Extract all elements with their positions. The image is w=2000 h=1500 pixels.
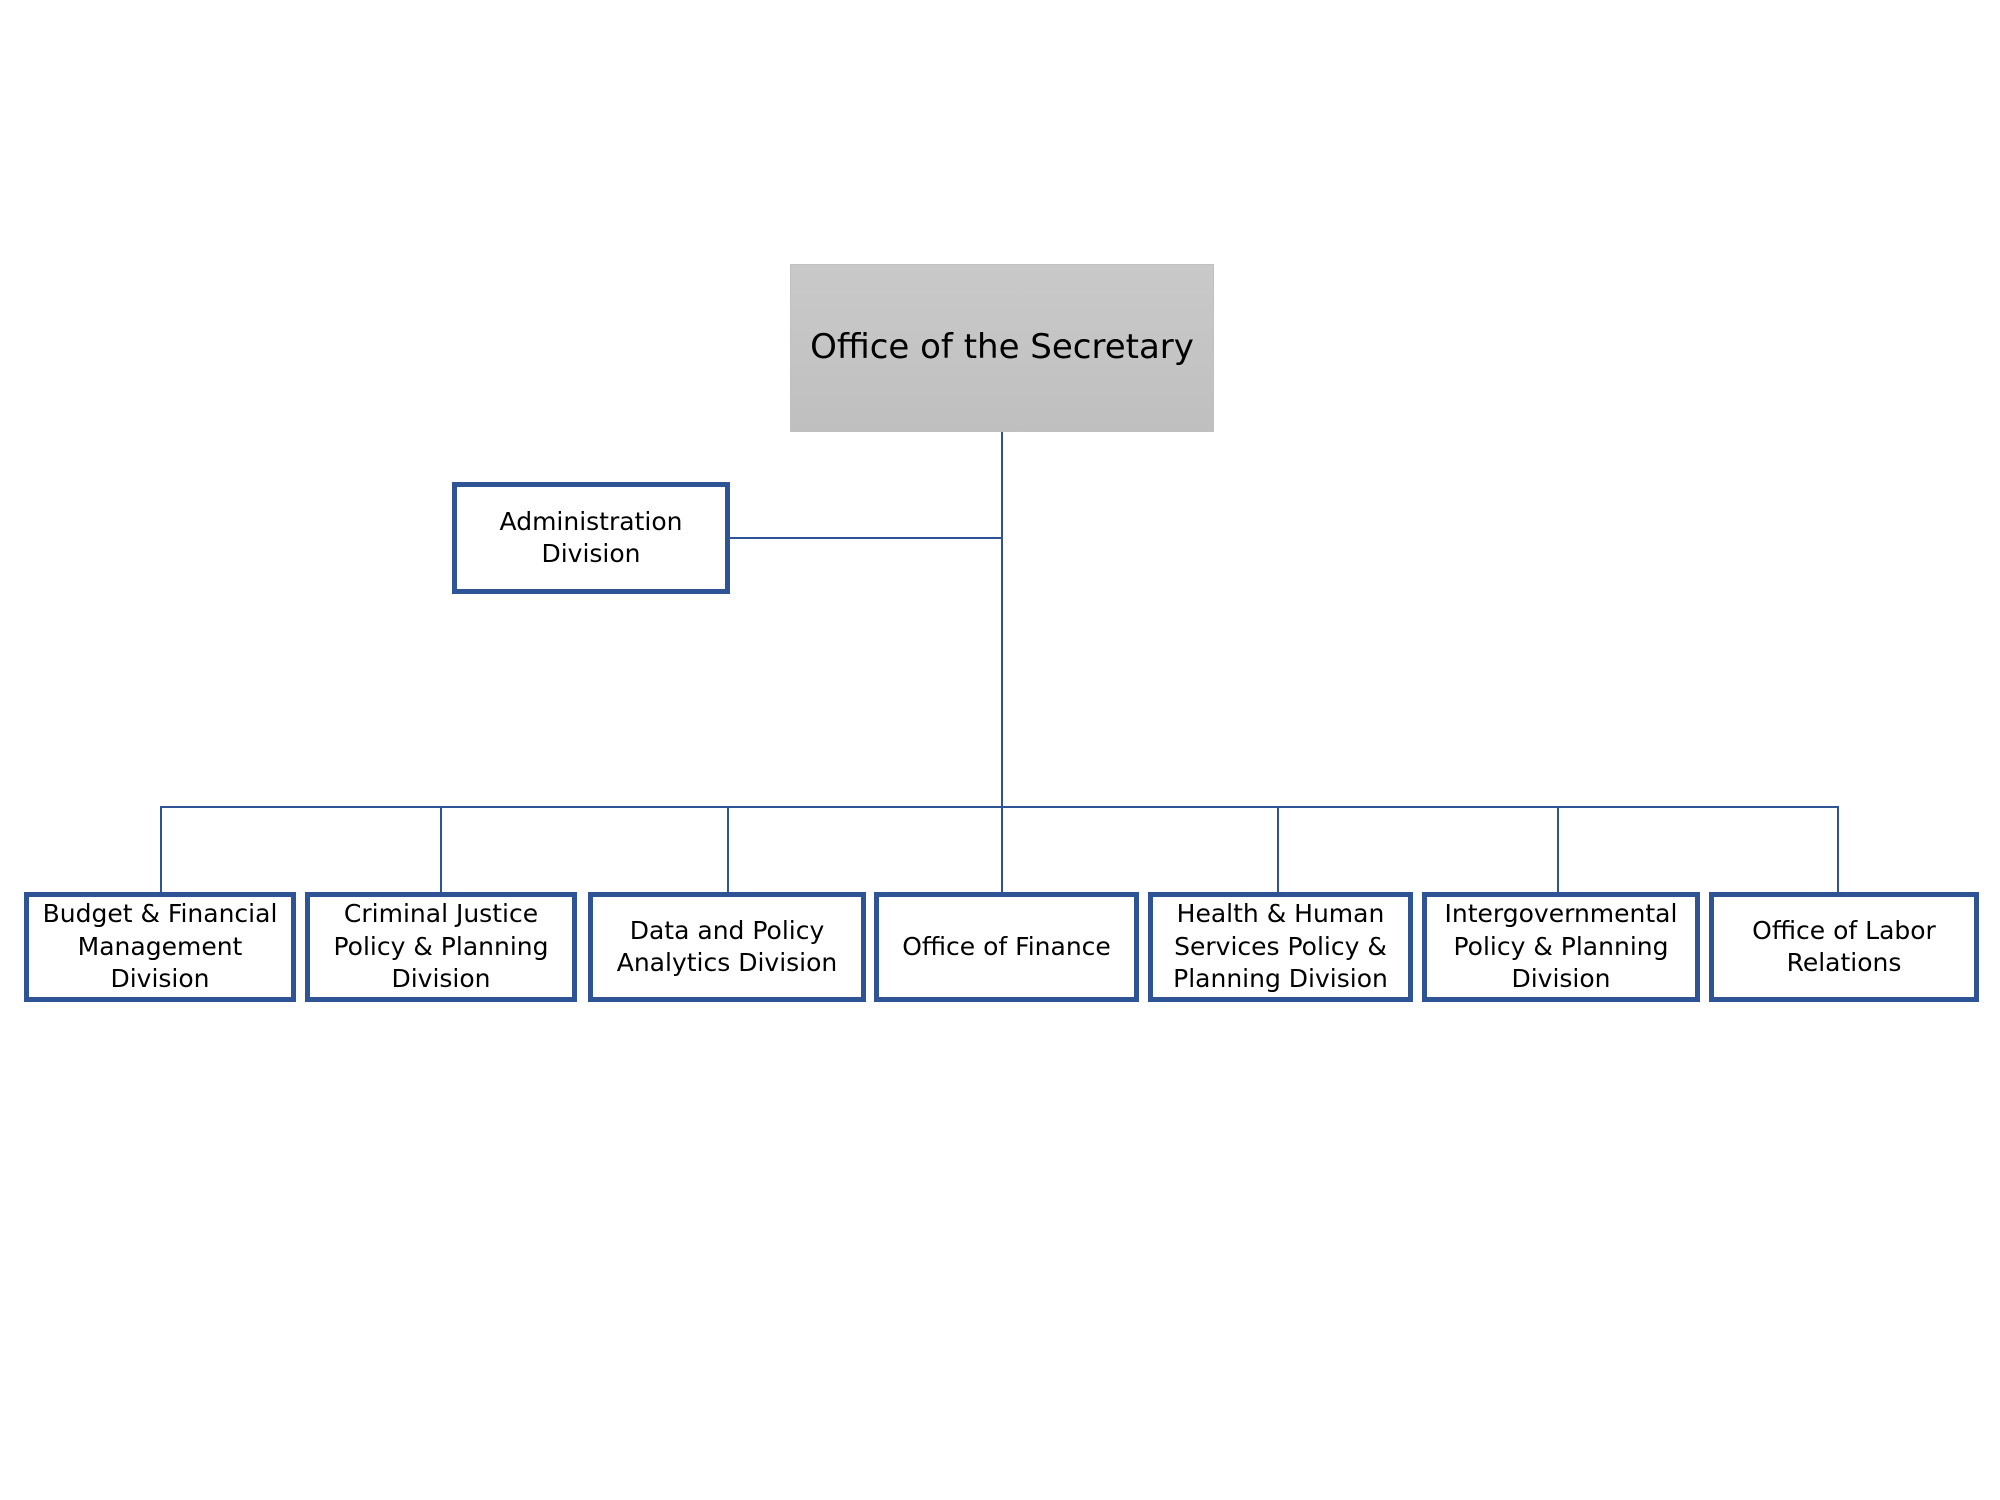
connector-administration-branch (730, 537, 1002, 539)
connector-root-trunk (1001, 432, 1003, 808)
node-label-administration-division: Administration Division (499, 506, 683, 569)
connector-distribution-bar (160, 806, 1839, 808)
node-label-data-and-policy-analytics-division: Data and Policy Analytics Division (616, 915, 838, 978)
node-office-of-the-secretary[interactable]: Office of the Secretary (790, 264, 1214, 432)
node-label-health-human-services-policy-planning-division: Health & Human Services Policy & Plannin… (1173, 899, 1388, 994)
node-office-of-labor-relations[interactable]: Office of Labor Relations (1709, 892, 1979, 1002)
node-budget-financial-management-division[interactable]: Budget & Financial Management Division (24, 892, 296, 1002)
node-intergovernmental-policy-planning-division[interactable]: Intergovernmental Policy & Planning Divi… (1422, 892, 1700, 1002)
connector-drop-5 (1277, 806, 1279, 894)
node-health-human-services-policy-planning-division[interactable]: Health & Human Services Policy & Plannin… (1148, 892, 1413, 1002)
node-data-and-policy-analytics-division[interactable]: Data and Policy Analytics Division (588, 892, 866, 1002)
node-label-office-of-labor-relations: Office of Labor Relations (1752, 915, 1936, 978)
node-label-intergovernmental-policy-planning-division: Intergovernmental Policy & Planning Divi… (1444, 899, 1678, 994)
node-office-of-finance[interactable]: Office of Finance (874, 892, 1139, 1002)
node-label-office-of-the-secretary: Office of the Secretary (810, 327, 1194, 368)
node-criminal-justice-policy-planning-division[interactable]: Criminal Justice Policy & Planning Divis… (305, 892, 577, 1002)
connector-drop-3 (727, 806, 729, 894)
connector-drop-2 (440, 806, 442, 894)
node-administration-division[interactable]: Administration Division (452, 482, 730, 594)
connector-drop-4 (1001, 806, 1003, 894)
node-label-budget-financial-management-division: Budget & Financial Management Division (42, 899, 278, 994)
node-label-office-of-finance: Office of Finance (902, 931, 1111, 961)
connector-drop-7 (1837, 806, 1839, 894)
connector-drop-1 (160, 806, 162, 894)
node-label-criminal-justice-policy-planning-division: Criminal Justice Policy & Planning Divis… (333, 899, 549, 994)
connector-drop-6 (1557, 806, 1559, 894)
